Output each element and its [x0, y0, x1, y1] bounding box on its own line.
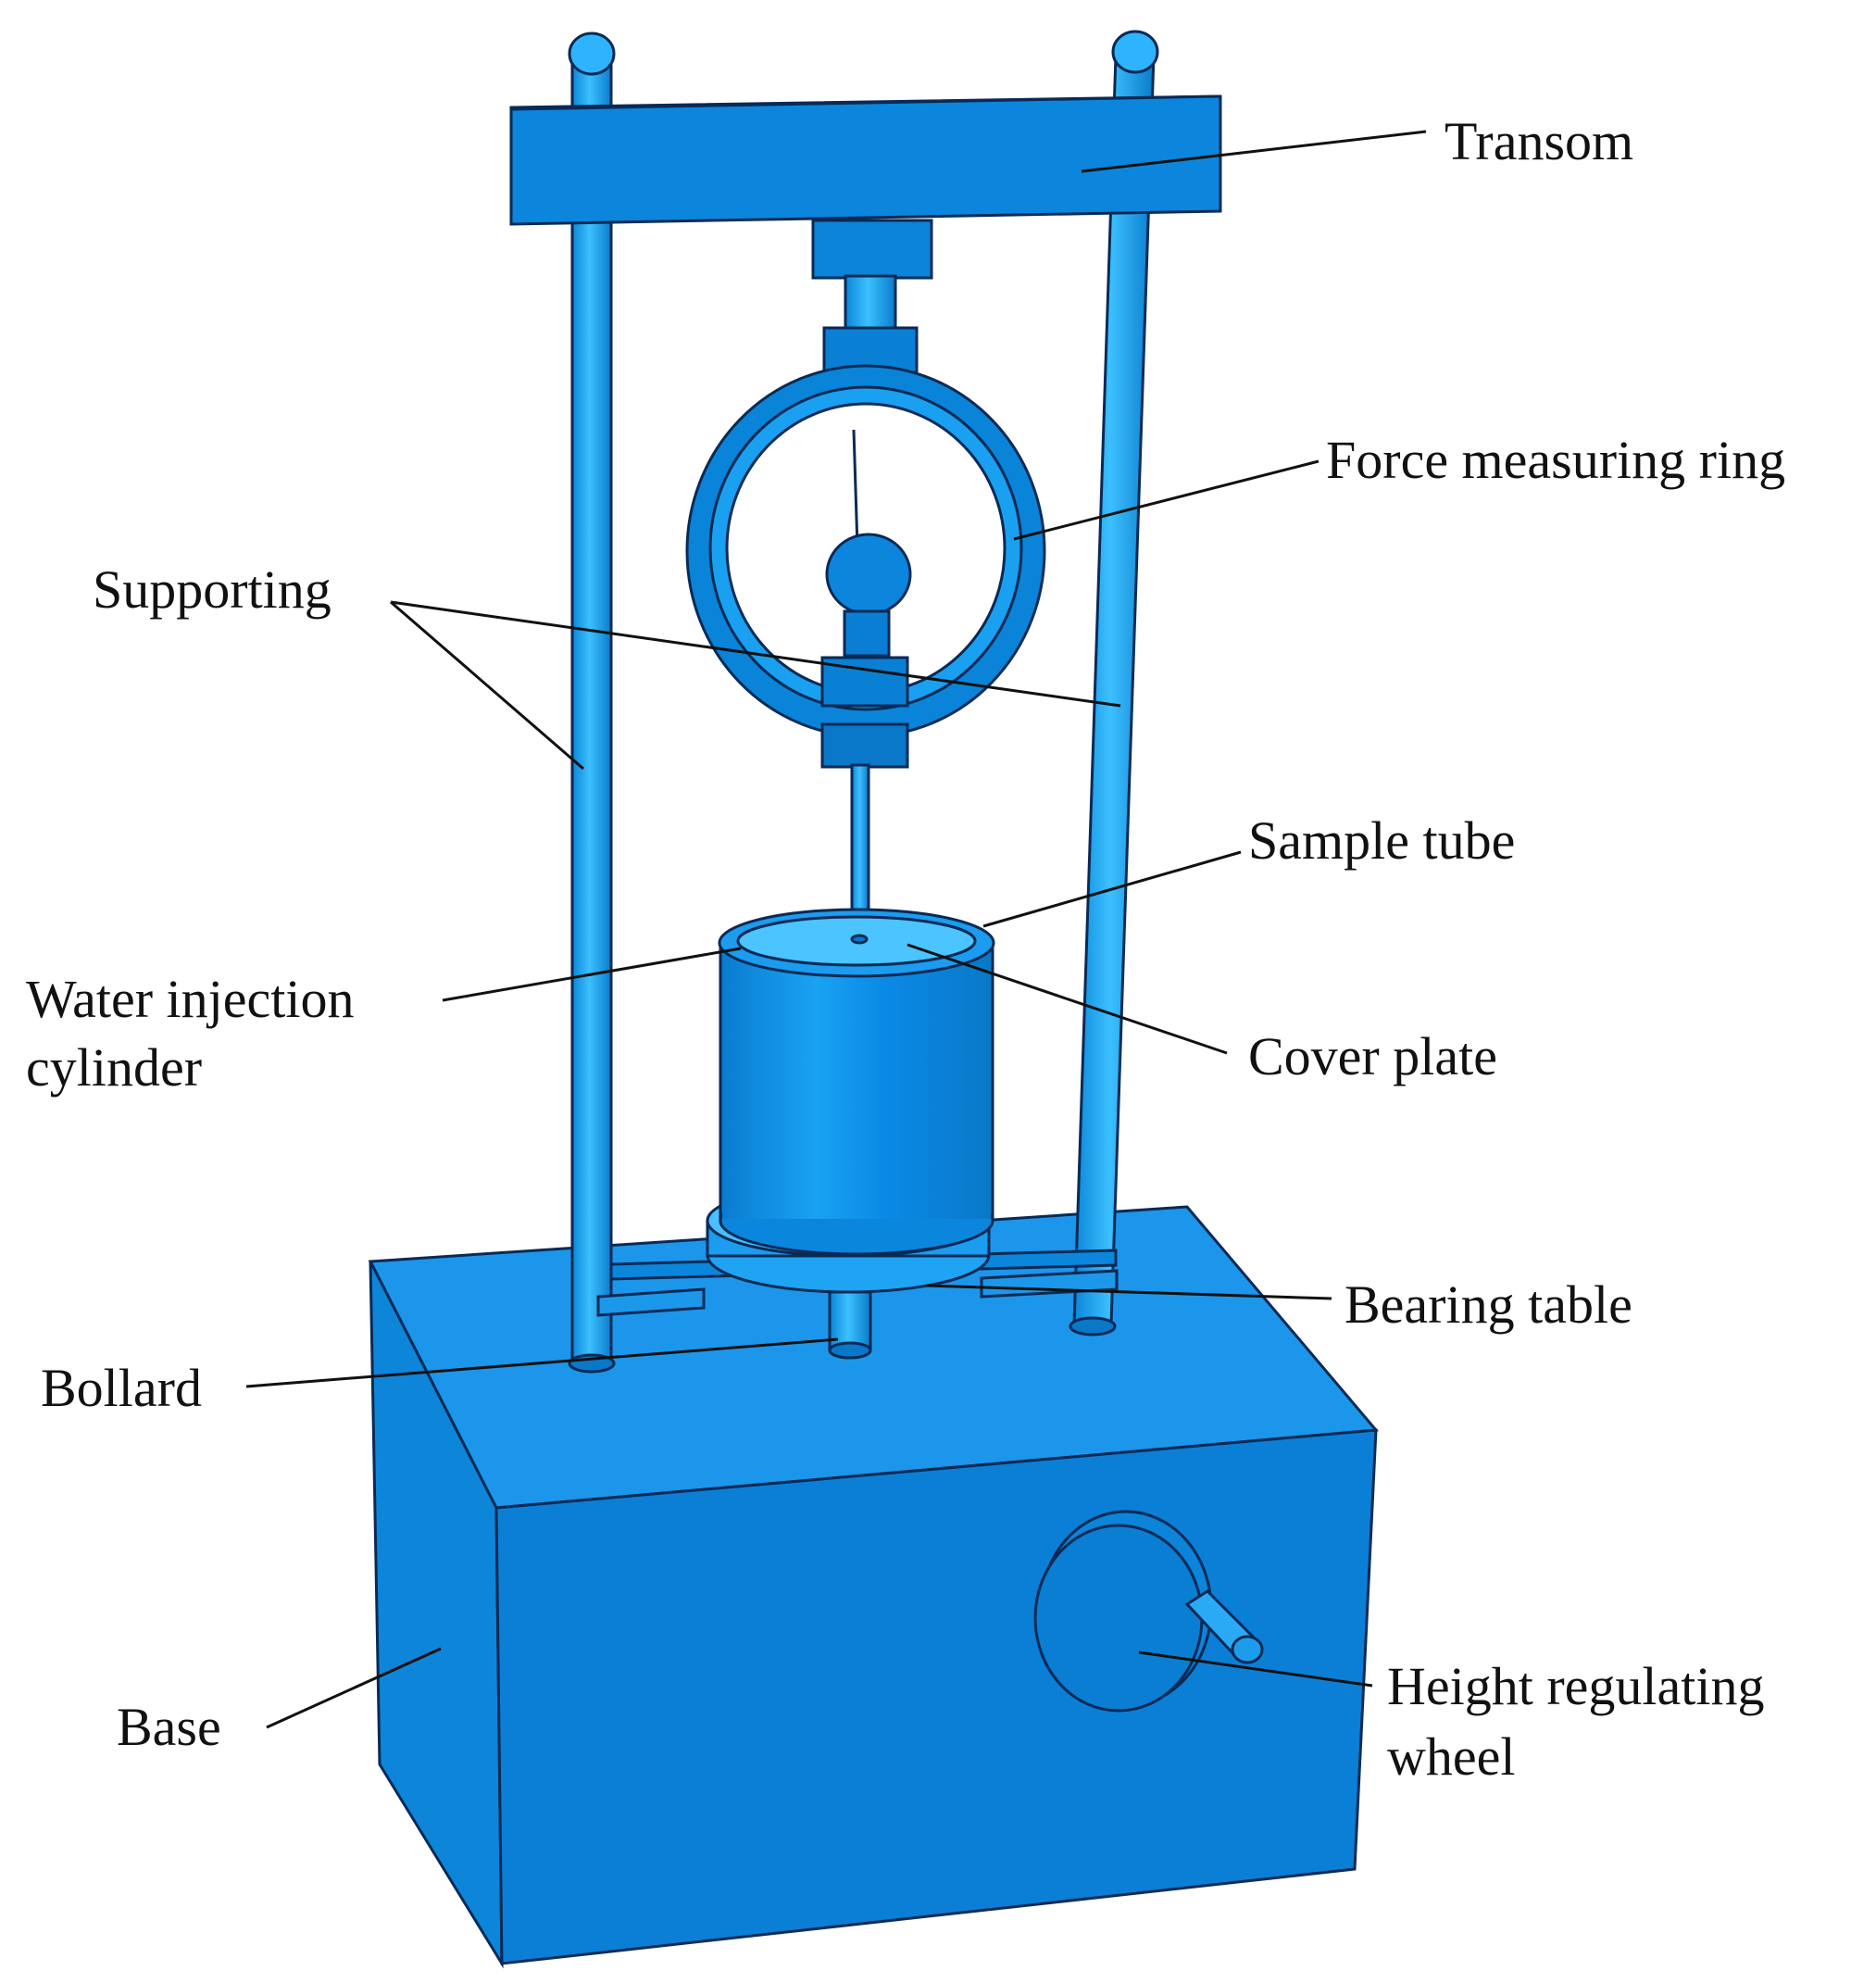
- transom-front-face: [509, 94, 1222, 226]
- labels: Transom Force measuring ring Supporting …: [26, 111, 1785, 1787]
- wheel-front-face: [1033, 1524, 1204, 1713]
- label-height-wheel-line1: Height regulating: [1387, 1656, 1765, 1716]
- bearing-bar-left: [596, 1287, 706, 1317]
- wheel-handle-end: [1231, 1635, 1264, 1664]
- label-water-injection-line1: Water injection: [26, 969, 354, 1029]
- label-bollard: Bollard: [41, 1358, 202, 1418]
- ring-lower-block: [820, 722, 909, 769]
- leader-transom: [1081, 130, 1427, 173]
- right-rod: [1072, 54, 1156, 1326]
- leader-lines: [245, 130, 1427, 1729]
- leader-height-wheel: [1138, 1650, 1373, 1688]
- label-height-wheel-line2: wheel: [1387, 1726, 1516, 1787]
- leader-base: [266, 1647, 442, 1729]
- base-box: [368, 1205, 1380, 1969]
- base-front-face: [494, 1428, 1378, 1965]
- right-rod-cap: [1111, 30, 1159, 74]
- left-rod: [570, 54, 613, 1363]
- leader-sample-tube: [982, 850, 1242, 928]
- bollard-post: [828, 1290, 872, 1351]
- label-base: Base: [117, 1697, 221, 1757]
- transom-beam: [509, 94, 1222, 226]
- water-injection-cylinder: [718, 908, 995, 1256]
- bollard-foot: [828, 1341, 872, 1360]
- leader-force-ring: [1013, 459, 1319, 541]
- ring-center-dial: [825, 533, 912, 616]
- cylinder-body-mask: [722, 945, 991, 1219]
- leader-bollard: [245, 1337, 839, 1388]
- upper-stem: [844, 274, 897, 335]
- leader-bearing-table: [925, 1284, 1332, 1300]
- label-force-ring: Force measuring ring: [1326, 430, 1785, 490]
- label-supporting: Supporting: [93, 559, 331, 620]
- label-bearing-table: Bearing table: [1344, 1274, 1632, 1335]
- shaft-contact: [850, 934, 869, 945]
- leader-cover-plate: [907, 943, 1228, 1055]
- right-rod-foot: [1069, 1316, 1117, 1337]
- label-transom: Transom: [1445, 111, 1633, 171]
- ring-dial-stem: [843, 609, 891, 658]
- leader-supporting-right: [390, 600, 1121, 708]
- label-sample-tube: Sample tube: [1248, 810, 1515, 871]
- upper-block: [811, 219, 933, 280]
- label-cover-plate: Cover plate: [1248, 1026, 1497, 1086]
- force-measuring-ring: [685, 364, 1046, 769]
- leader-water-injection: [442, 947, 742, 1002]
- leader-supporting-left: [390, 600, 584, 771]
- center-bollard: [828, 1290, 872, 1360]
- label-water-injection-line2: cylinder: [26, 1037, 202, 1098]
- left-rod-cap: [568, 31, 616, 76]
